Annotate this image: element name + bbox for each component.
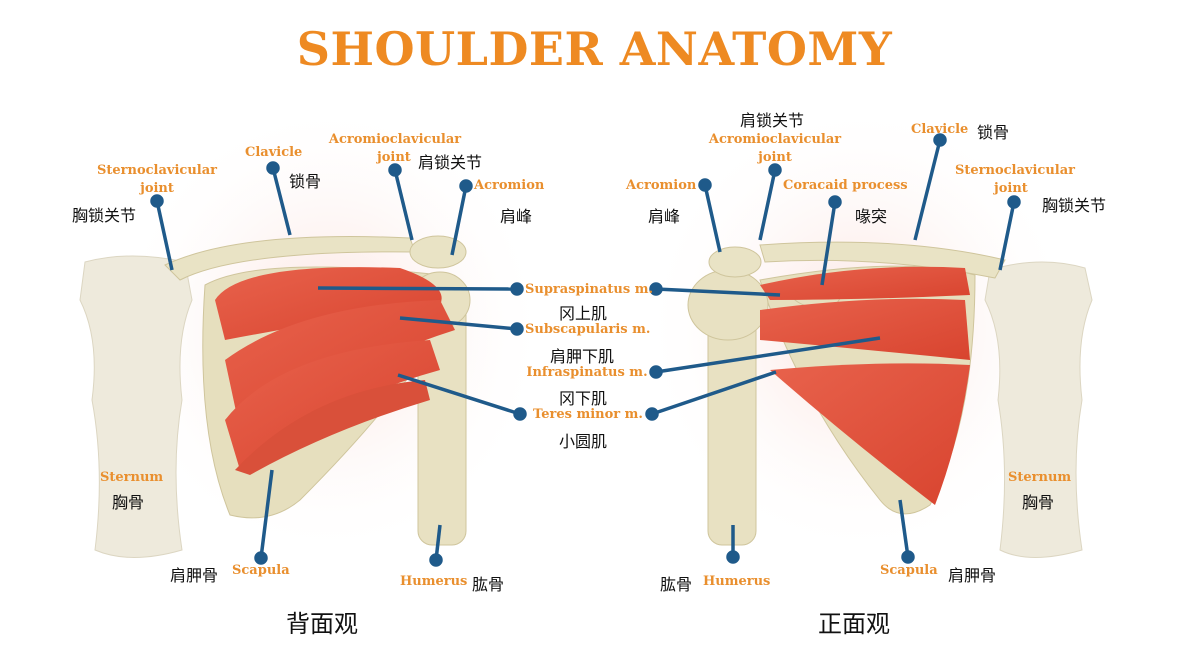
label-clavicle-front-zh: 锁骨 xyxy=(977,123,1010,142)
label-coracoid-front: Coracaid process xyxy=(783,178,908,193)
caption-front-view: 正面观 xyxy=(818,610,890,638)
leader-lines xyxy=(150,133,1021,567)
label-acromion-front-zh: 肩峰 xyxy=(648,207,681,226)
label-supraspinatus: Supraspinatus m. xyxy=(525,282,654,297)
label-subscapularis: Subscapularis m. xyxy=(525,322,651,337)
label-scapula-front-zh: 肩胛骨 xyxy=(948,566,997,585)
label-sternum-back-zh: 胸骨 xyxy=(112,493,145,512)
label-acromioclavicular-front-zh: 肩锁关节 xyxy=(740,111,805,130)
label-clavicle-back: Clavicle xyxy=(245,145,303,160)
label-scapula-front: Scapula xyxy=(880,563,938,578)
label-infraspinatus-zh: 冈下肌 xyxy=(559,389,608,408)
label-infraspinatus: Infraspinatus m. xyxy=(526,365,648,380)
label-acromioclavicular-back-zh: 肩锁关节 xyxy=(418,153,483,172)
label-clavicle-back-zh: 锁骨 xyxy=(289,172,322,191)
label-humerus-back-zh: 肱骨 xyxy=(472,575,505,594)
acromion-front xyxy=(708,246,762,278)
label-sternum-back: Sternum xyxy=(100,470,164,485)
label-scapula-back: Scapula xyxy=(232,563,290,578)
label-subscapularis-zh: 肩胛下肌 xyxy=(550,347,615,366)
back-view-muscles xyxy=(215,267,455,475)
label-humerus-back: Humerus xyxy=(400,574,468,589)
label-sternoclavicular-front-zh: 胸锁关节 xyxy=(1042,196,1107,215)
label-coracoid-front-zh: 喙突 xyxy=(855,207,888,226)
label-teres-minor: Teres minor m. xyxy=(533,407,643,422)
sternum-back xyxy=(79,255,193,558)
diagram-title: SHOULDER ANATOMY xyxy=(296,22,893,76)
label-humerus-front: Humerus xyxy=(703,574,771,589)
label-teres-minor-zh: 小圆肌 xyxy=(559,432,608,451)
sternum-front xyxy=(984,261,1093,558)
label-scapula-back-zh: 肩胛骨 xyxy=(170,566,219,585)
acromion-back xyxy=(409,235,467,269)
caption-back-view: 背面观 xyxy=(286,610,358,638)
label-acromion-back: Acromion xyxy=(474,178,545,193)
label-sternoclavicular-back-zh: 胸锁关节 xyxy=(72,206,137,225)
label-clavicle-front: Clavicle xyxy=(911,122,969,137)
label-acromion-back-zh: 肩峰 xyxy=(500,207,533,226)
front-view-muscles xyxy=(760,266,970,505)
label-sternum-front: Sternum xyxy=(1008,470,1072,485)
label-supraspinatus-zh: 冈上肌 xyxy=(559,304,608,323)
label-humerus-front-zh: 肱骨 xyxy=(660,575,693,594)
label-sternum-front-zh: 胸骨 xyxy=(1022,493,1055,512)
label-acromion-front: Acromion xyxy=(626,178,697,193)
